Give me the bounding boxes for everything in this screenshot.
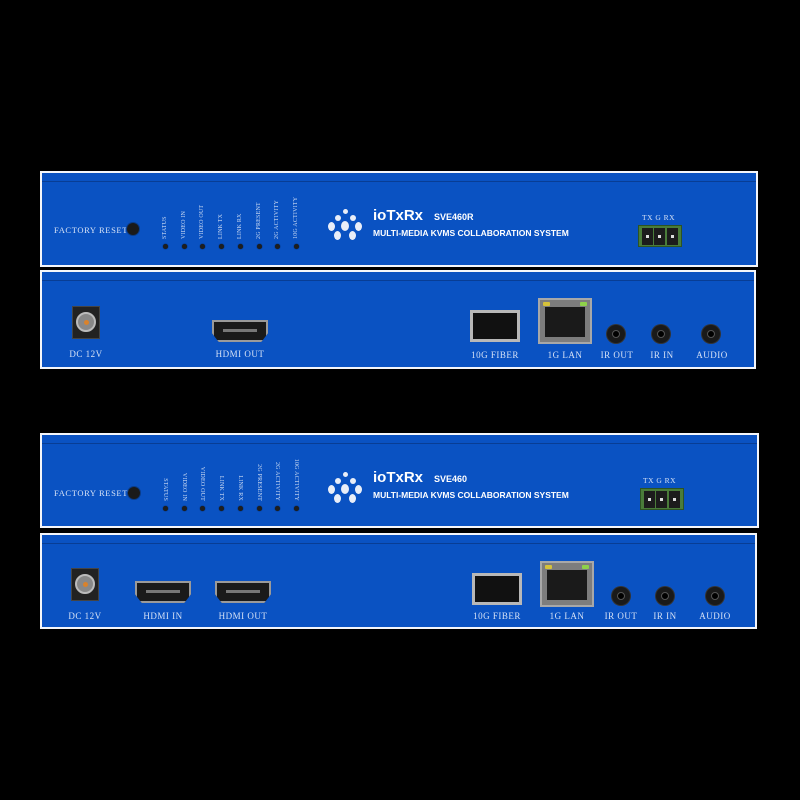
- ir-in-jack[interactable]: [656, 587, 674, 605]
- lan-led-yellow-icon: [545, 565, 552, 569]
- model-number: SVE460R: [434, 212, 474, 222]
- led-10g-activity: 10G ACTIVITY: [287, 197, 305, 251]
- port-label-ir-in: IR IN: [650, 350, 674, 360]
- led-indicator-icon: [181, 244, 187, 249]
- led-indicator-icon: [162, 244, 168, 249]
- led-status: STATUS: [156, 463, 174, 513]
- led-indicator-icon: [274, 244, 280, 249]
- panel-seam: [42, 181, 756, 182]
- rj45-socket-icon: [545, 307, 585, 337]
- dc-power-jack[interactable]: [72, 306, 100, 339]
- dc-power-jack[interactable]: [71, 568, 99, 601]
- terminal-pin-icon: [643, 490, 655, 508]
- led-indicator-icon: [293, 244, 299, 249]
- led-indicator-icon: [218, 506, 224, 511]
- 1g-lan-port[interactable]: [538, 298, 592, 344]
- led-indicator-icon: [237, 506, 243, 511]
- ir-out-jack[interactable]: [607, 325, 625, 343]
- led-indicator-icon: [256, 244, 262, 249]
- brand-name: ioTxRx: [373, 469, 424, 486]
- led-indicator-icon: [218, 244, 224, 249]
- panel-seam: [42, 443, 757, 444]
- terminal-pin-icon: [669, 490, 681, 508]
- 10g-fiber-port[interactable]: [470, 310, 520, 342]
- hdmi-out-port[interactable]: [215, 581, 271, 603]
- port-label-audio: AUDIO: [696, 350, 728, 360]
- rj45-socket-icon: [547, 570, 587, 600]
- brand-name: ioTxRx: [373, 207, 424, 224]
- product-tagline: MULTI-MEDIA KVMS COLLABORATION SYSTEM: [373, 490, 569, 500]
- lan-led-green-icon: [582, 565, 589, 569]
- port-label-ir-out: IR OUT: [600, 350, 634, 360]
- rs232-terminal-labels: TX G RX: [643, 476, 677, 485]
- rs232-terminal-block[interactable]: [638, 225, 682, 247]
- lan-led-yellow-icon: [543, 302, 550, 306]
- port-label-lan: 1G LAN: [547, 350, 583, 360]
- port-label-fiber: 10G FIBER: [473, 611, 521, 621]
- panel-seam: [42, 280, 754, 281]
- port-label-dc: DC 12V: [69, 349, 103, 359]
- led-link-rx: LINK RX: [231, 201, 249, 251]
- sve460r-rear-panel: DC 12V HDMI OUT 10G FIBER 1G LAN IR OUT …: [40, 270, 756, 369]
- led-video-in: VIDEO IN: [175, 201, 193, 251]
- audio-jack[interactable]: [706, 587, 724, 605]
- port-label-fiber: 10G FIBER: [471, 350, 519, 360]
- sve460-front-panel: FACTORY RESET STATUS VIDEO IN VIDEO OUT …: [40, 433, 759, 528]
- product-tagline: MULTI-MEDIA KVMS COLLABORATION SYSTEM: [373, 228, 569, 238]
- led-indicator-icon: [293, 506, 299, 511]
- port-label-lan: 1G LAN: [549, 611, 585, 621]
- factory-reset-label: FACTORY RESET: [54, 488, 129, 498]
- led-video-out: VIDEO OUT: [193, 463, 211, 513]
- iotxrx-logo-icon: [327, 209, 367, 243]
- led-link-rx: LINK RX: [231, 463, 249, 513]
- rs232-terminal-labels: TX G RX: [642, 213, 676, 222]
- port-label-dc: DC 12V: [68, 611, 102, 621]
- rs232-terminal-block[interactable]: [640, 488, 684, 510]
- iotxrx-logo-icon: [327, 472, 367, 506]
- factory-reset-button[interactable]: [128, 487, 140, 499]
- port-label-ir-in: IR IN: [653, 611, 677, 621]
- port-label-audio: AUDIO: [699, 611, 731, 621]
- led-10g-activity: 10G ACTIVITY: [287, 459, 305, 513]
- ir-in-jack[interactable]: [652, 325, 670, 343]
- led-indicator-icon: [199, 506, 205, 511]
- terminal-pin-icon: [641, 227, 653, 245]
- led-video-in: VIDEO IN: [175, 463, 193, 513]
- factory-reset-label: FACTORY RESET: [54, 225, 129, 235]
- hdmi-in-port[interactable]: [135, 581, 191, 603]
- port-label-ir-out: IR OUT: [604, 611, 638, 621]
- terminal-pin-icon: [656, 490, 668, 508]
- led-status: STATUS: [156, 201, 174, 251]
- 10g-fiber-port[interactable]: [472, 573, 522, 605]
- panel-seam: [42, 543, 755, 544]
- lan-led-green-icon: [580, 302, 587, 306]
- 1g-lan-port[interactable]: [540, 561, 594, 607]
- model-number: SVE460: [434, 474, 468, 484]
- led-indicator-icon: [237, 244, 243, 249]
- led-link-tx: LINK TX: [212, 201, 230, 251]
- led-indicator-icon: [256, 506, 262, 511]
- led-2g-present: 2G PRESENT: [250, 201, 268, 251]
- led-indicator-icon: [274, 506, 280, 511]
- led-video-out: VIDEO OUT: [193, 201, 211, 251]
- led-indicator-icon: [162, 506, 168, 511]
- terminal-pin-icon: [667, 227, 679, 245]
- led-indicator-icon: [199, 244, 205, 249]
- port-label-hdmi-out: HDMI OUT: [218, 611, 268, 621]
- terminal-pin-icon: [654, 227, 666, 245]
- audio-jack[interactable]: [702, 325, 720, 343]
- sve460-rear-panel: DC 12V HDMI IN HDMI OUT 10G FIBER 1G LAN…: [40, 533, 757, 629]
- ir-out-jack[interactable]: [612, 587, 630, 605]
- led-2g-present: 2G PRESENT: [250, 463, 268, 513]
- port-label-hdmi-out: HDMI OUT: [215, 349, 265, 359]
- sve460r-front-panel: FACTORY RESET STATUS VIDEO IN VIDEO OUT …: [40, 171, 758, 267]
- led-link-tx: LINK TX: [212, 463, 230, 513]
- led-2g-activity: 2G ACTIVITY: [268, 200, 286, 251]
- led-2g-activity: 2G ACTIVITY: [268, 462, 286, 513]
- hdmi-out-port[interactable]: [212, 320, 268, 342]
- led-indicator-icon: [181, 506, 187, 511]
- port-label-hdmi-in: HDMI IN: [143, 611, 183, 621]
- factory-reset-button[interactable]: [127, 223, 139, 235]
